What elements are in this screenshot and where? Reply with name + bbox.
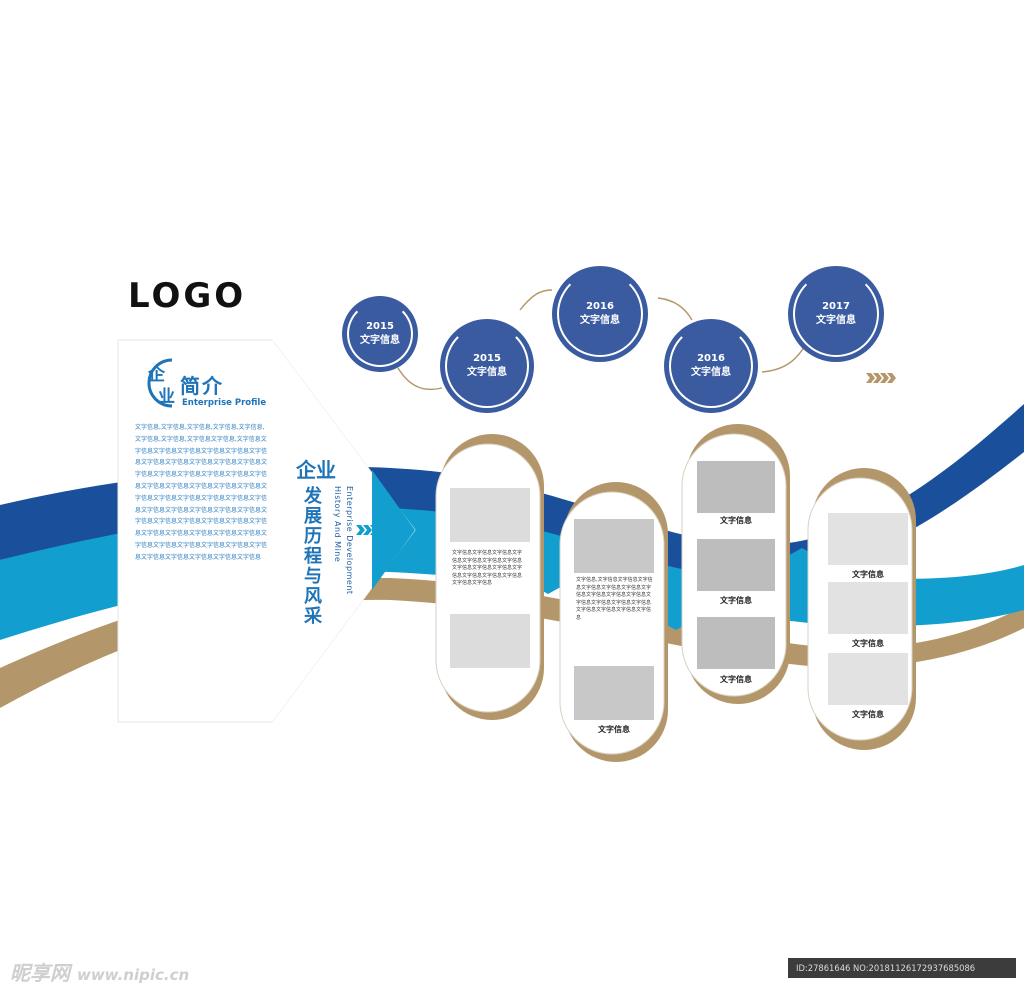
timeline-bubble: 2017 文字信息 [788, 266, 884, 362]
watermark: 昵享网 www.nipic.cn [10, 957, 189, 986]
photo-placeholder [574, 666, 654, 720]
timeline-text: 文字信息 [360, 335, 400, 346]
timeline-text: 文字信息 [691, 367, 731, 378]
panel-3 [681, 424, 790, 704]
panel-4-caption-3: 文字信息 [852, 710, 884, 719]
history-title-rest: 发展历程与风采 [301, 486, 322, 626]
timeline-bubble: 2016 文字信息 [552, 266, 648, 362]
title-ring-icon [147, 358, 173, 408]
timeline-bubble: 2015 文字信息 [440, 319, 534, 413]
profile-subtitle: Enterprise Profile [182, 398, 267, 408]
panel-4 [807, 468, 916, 750]
history-subtitle-2: Enterprise Development [345, 486, 354, 595]
profile-body-text: 文字信息,文字信息,文字信息,文字信息,文字信息,文字信息,文字信息,文字信息文… [135, 424, 268, 561]
watermark-url: www.nipic.cn [76, 966, 190, 984]
timeline-year: 2016 [586, 301, 614, 312]
panel-4-caption-1: 文字信息 [852, 570, 884, 579]
panel-2 [559, 482, 668, 762]
photo-placeholder [697, 617, 775, 669]
watermark-brand: 昵享网 [10, 961, 70, 985]
profile-title-char-2: 业 [158, 387, 175, 407]
panel-3-caption-1: 文字信息 [720, 516, 752, 525]
photo-placeholder [450, 488, 530, 542]
timeline-text: 文字信息 [580, 315, 620, 326]
chevron-icons-timeline [866, 373, 896, 383]
timeline-year: 2015 [473, 353, 501, 364]
image-id-bar: ID:27861646 NO:20181126172937685086 [788, 958, 1016, 978]
logo: LOGO [128, 276, 247, 316]
photo-placeholder [828, 582, 908, 634]
history-subtitle-1: History And Mine [333, 486, 342, 563]
panel-2-caption: 文字信息 [598, 725, 630, 734]
panel-1 [435, 434, 544, 720]
timeline-bubble: 2016 文字信息 [664, 319, 758, 413]
panel-2-text: 文字信息,文字信息文字信息文字信息文字信息文字信息文字信息文字信息文字信息文字信… [576, 577, 653, 621]
timeline-text: 文字信息 [467, 367, 507, 378]
photo-placeholder [450, 614, 530, 668]
timeline-year: 2016 [697, 353, 725, 364]
arrow-tip-accent [372, 470, 415, 590]
panel-4-caption-2: 文字信息 [852, 639, 884, 648]
profile-title-char-1: 企 [148, 365, 165, 385]
history-title-main: 企业 [296, 458, 336, 482]
timeline-year: 2017 [822, 301, 850, 312]
panel-3-caption-2: 文字信息 [720, 596, 752, 605]
panel-3-caption-3: 文字信息 [720, 675, 752, 684]
profile-card-arrow [272, 340, 415, 722]
photo-placeholder [828, 513, 908, 565]
photo-placeholder [574, 519, 654, 573]
photo-placeholder [697, 539, 775, 591]
timeline-text: 文字信息 [816, 315, 856, 326]
chevron-icons-left [356, 525, 386, 535]
timeline-bubble: 2015 文字信息 [342, 296, 418, 372]
panel-1-text: 文字信息文字信息文字信息文字信息文字信息文字信息文字信息文字信息文字信息文字信息… [452, 550, 523, 587]
photo-placeholder [697, 461, 775, 513]
photo-placeholder [828, 653, 908, 705]
profile-title: 简介 [180, 374, 224, 398]
timeline-year: 2015 [366, 321, 394, 332]
